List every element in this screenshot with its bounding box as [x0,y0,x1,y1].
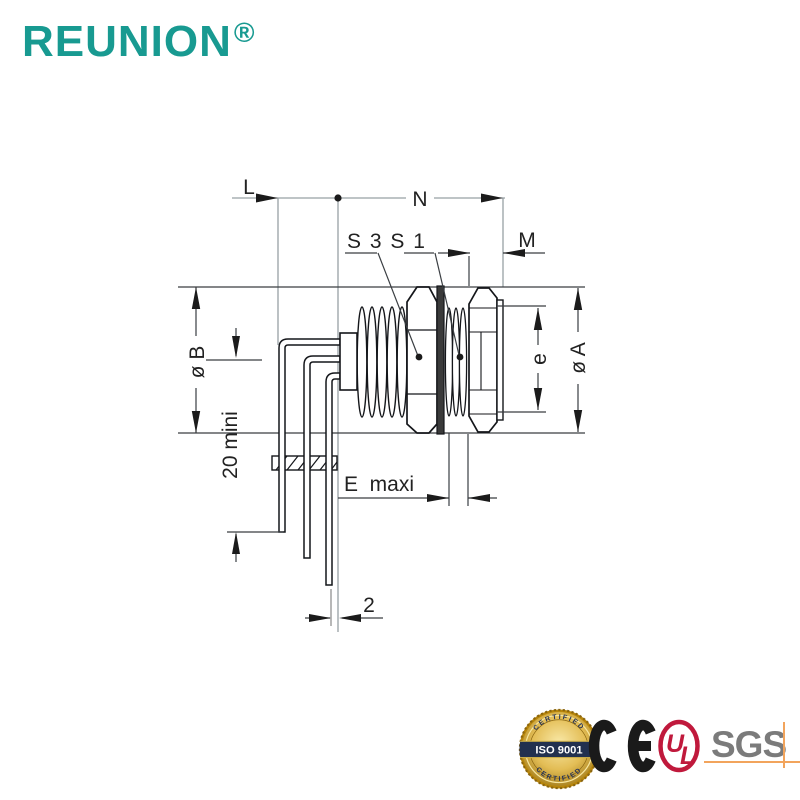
connector-pins [278,338,341,586]
flange [339,332,358,391]
chain-dimension-dot [334,194,342,202]
label-M: M [518,229,536,252]
washer [436,285,445,435]
dimension-lines [195,252,579,626]
pin-2 [303,355,341,559]
label-N: N [412,188,427,211]
dimension-labels: L N S 3 S 1 M E maxi 2 ø B 20 mini e ø A [186,176,590,617]
label-dia-A: ø A [567,342,590,374]
label-L: L [243,176,255,199]
brand-name: REUNION [22,17,232,66]
reference-lines [178,286,585,434]
label-2: 2 [363,594,375,617]
label-20-mini: 20 mini [219,411,242,479]
thread-section-right [444,307,468,417]
label-dia-B: ø B [186,346,209,379]
brand-logo: REUNION® [22,17,256,66]
label-e: e [528,353,551,365]
registered-trademark-icon: ® [233,17,256,48]
label-E-maxi: E maxi [344,473,414,496]
pin-1 [278,338,341,533]
leader-dot-s1 [456,353,464,361]
coupling-nut [468,287,504,433]
label-backgrounds [186,187,587,388]
pin-3 [325,372,341,586]
label-S3-S1: S 3 S 1 [347,230,426,253]
hex-nut [406,286,438,434]
connector-body [339,285,504,435]
leader-dot-s3 [415,353,423,361]
dimension-arrowheads [191,193,583,622]
thread-section-left [356,306,408,418]
